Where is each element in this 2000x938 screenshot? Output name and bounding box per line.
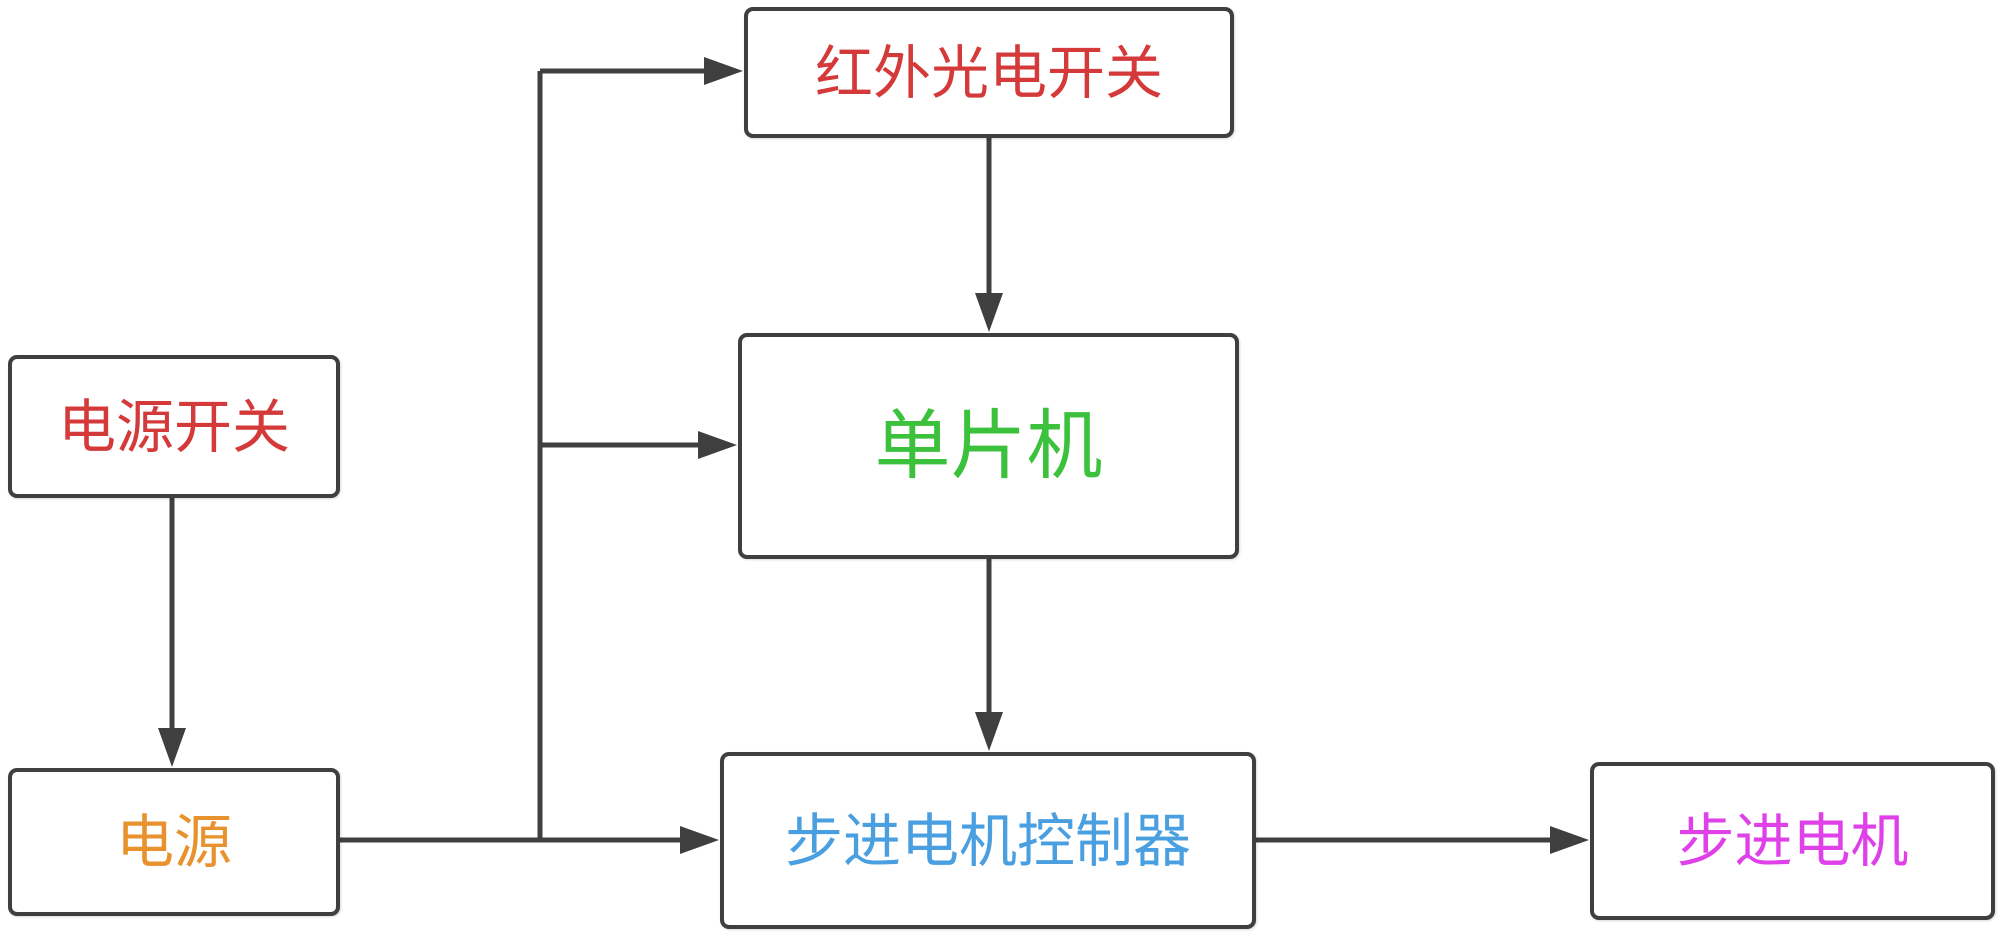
power-switch-label: 电源开关: [57, 392, 290, 461]
mcu-node: 单片机: [738, 333, 1239, 559]
stepper-motor-label: 步进电机: [1676, 807, 1909, 875]
arrowhead-power: [158, 728, 186, 767]
arrowhead-ir-switch: [704, 57, 743, 85]
stepper-motor-controller-label: 步进电机控制器: [784, 806, 1191, 875]
stepper-motor-node: 步进电机: [1590, 762, 1995, 920]
power-node: 电源: [8, 768, 340, 916]
power-label: 电源: [115, 808, 232, 876]
power-switch-node: 电源开关: [8, 355, 340, 498]
ir-photoelectric-switch-node: 红外光电开关: [744, 7, 1234, 138]
ir-photoelectric-switch-label: 红外光电开关: [814, 38, 1163, 107]
arrowhead-driver-from-mcu: [975, 712, 1003, 751]
mcu-label: 单片机: [874, 401, 1103, 490]
arrowhead-mcu-from-bus: [698, 431, 737, 459]
arrowhead-motor: [1550, 826, 1589, 854]
arrowhead-driver-from-power: [680, 826, 719, 854]
arrowhead-mcu-from-ir: [975, 293, 1003, 332]
stepper-motor-controller-node: 步进电机控制器: [720, 752, 1256, 929]
